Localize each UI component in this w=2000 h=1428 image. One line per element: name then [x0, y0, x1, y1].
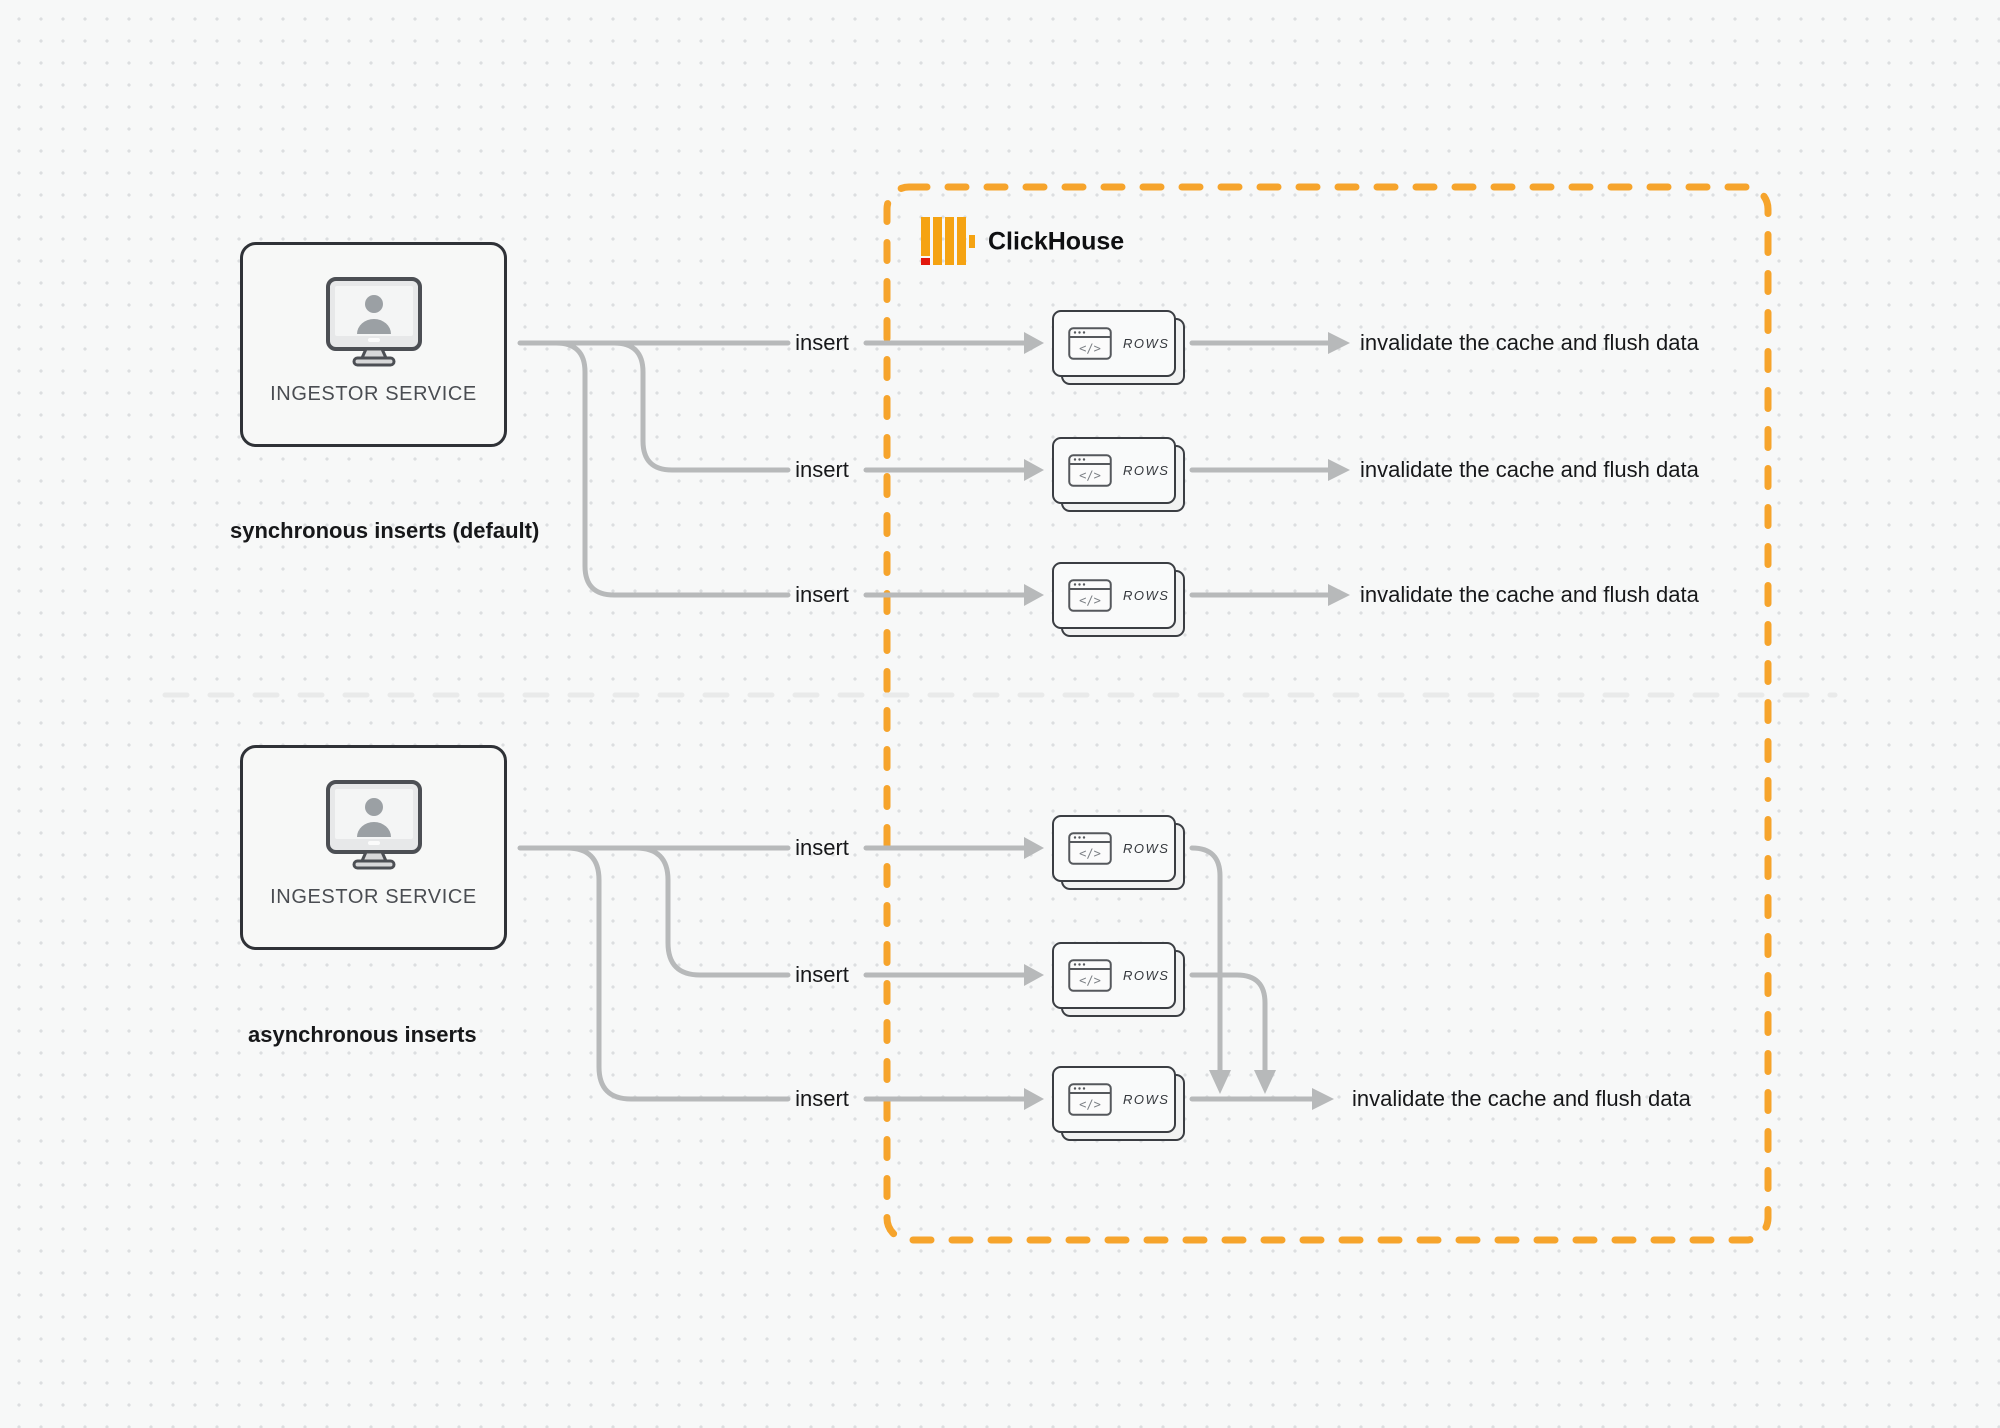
svg-text:</>: </> [1079, 847, 1101, 861]
code-window-icon: </> [1068, 832, 1112, 865]
svg-text:</>: </> [1079, 1098, 1101, 1112]
insert-label: insert [795, 330, 849, 355]
insert-label: insert [795, 582, 849, 607]
svg-text:</>: </> [1079, 342, 1101, 356]
rows-card: </> ROWS [1052, 942, 1186, 1018]
code-window-icon: </> [1068, 959, 1112, 992]
insert-label: insert [795, 457, 849, 482]
rows-card: </> ROWS [1052, 437, 1186, 513]
rows-card-label: ROWS [1123, 336, 1170, 351]
rows-card-front: </> ROWS [1052, 815, 1176, 882]
clickhouse-dashed-box [883, 183, 1772, 1244]
rows-card-label: ROWS [1123, 588, 1170, 603]
rows-card-front: </> ROWS [1052, 437, 1176, 504]
rows-card: </> ROWS [1052, 1066, 1186, 1142]
rows-card-front: </> ROWS [1052, 1066, 1176, 1133]
rows-card-label: ROWS [1123, 1092, 1170, 1107]
insert-label: insert [795, 962, 849, 987]
rows-card: </> ROWS [1052, 310, 1186, 386]
svg-text:</>: </> [1079, 469, 1101, 483]
rows-card-front: </> ROWS [1052, 562, 1176, 629]
rows-card-label: ROWS [1123, 463, 1170, 478]
code-window-icon: </> [1068, 327, 1112, 360]
insert-label: insert [795, 835, 849, 860]
ingestor-service-label: INGESTOR SERVICE [270, 383, 477, 405]
monitor-user-icon [325, 780, 422, 870]
svg-text:</>: </> [1079, 594, 1101, 608]
monitor-user-icon [325, 277, 422, 367]
rows-card-label: ROWS [1123, 968, 1170, 983]
result-label: invalidate the cache and flush data [1360, 330, 1699, 355]
ingestor-service-box-async: INGESTOR SERVICE [240, 745, 507, 950]
sync-caption: synchronous inserts (default) [230, 518, 540, 543]
code-window-icon: </> [1068, 579, 1112, 612]
result-label: invalidate the cache and flush data [1360, 457, 1699, 482]
code-window-icon: </> [1068, 1083, 1112, 1116]
rows-card-label: ROWS [1123, 841, 1170, 856]
result-label: invalidate the cache and flush data [1352, 1086, 1691, 1111]
code-window-icon: </> [1068, 454, 1112, 487]
clickhouse-label: ClickHouse [988, 227, 1125, 256]
insert-label: insert [795, 1086, 849, 1111]
rows-card: </> ROWS [1052, 562, 1186, 638]
svg-text:</>: </> [1079, 974, 1101, 988]
rows-card-front: </> ROWS [1052, 310, 1176, 377]
result-label: invalidate the cache and flush data [1360, 582, 1699, 607]
rows-card: </> ROWS [1052, 815, 1186, 891]
rows-card-front: </> ROWS [1052, 942, 1176, 1009]
ingestor-service-label: INGESTOR SERVICE [270, 886, 477, 908]
ingestor-service-box-sync: INGESTOR SERVICE [240, 242, 507, 447]
async-caption: asynchronous inserts [248, 1022, 477, 1047]
clickhouse-bars-icon [921, 217, 975, 265]
